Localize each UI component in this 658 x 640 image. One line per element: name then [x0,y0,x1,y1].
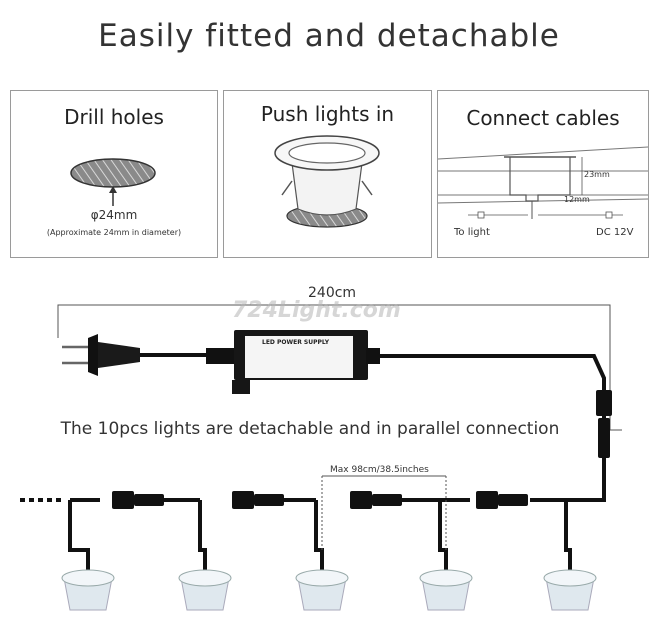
cable-length-label: 240cm [308,285,357,301]
power-supply-label: LED POWER SUPPLY [262,339,330,346]
drill-hole-illustration [70,158,156,206]
panel-title-push-lights: Push lights in [260,102,395,126]
to-light-label: To light [454,227,490,238]
wiring-diagram [20,304,622,611]
panel-title-connect-cables: Connect cables [466,106,620,130]
watermark: 724Light.com [232,298,401,323]
dim-width-label: 12mm [564,195,590,204]
page-title: Easily fitted and detachable [98,18,560,54]
cable-section-illustration [438,146,648,219]
panel-title-drill-holes: Drill holes [64,105,164,129]
cable-length-bracket [57,304,611,430]
light-fixtures [61,569,597,611]
parallel-connection-caption: The 10pcs lights are detachable and in p… [60,419,560,439]
drill-size-label: φ24mm [90,208,138,222]
dim-height-label: 23mm [584,170,610,179]
panel-push-lights: Push lights in [223,90,432,258]
push-light-illustration [274,135,380,228]
power-plug [62,334,140,376]
dc-voltage-label: DC 12V [596,227,634,238]
panel-drill-holes: Drill holes φ24mm (Approximate 24mm in d… [10,90,218,258]
drill-hole-ellipse [70,158,156,188]
bus-cable [530,460,606,502]
drill-size-note: (Approximate 24mm in diameter) [46,228,182,237]
panel-connect-cables: Connect cables 23mm 12mm To light DC 12V [437,90,649,258]
spacing-label: Max 98cm/38.5inches [330,465,429,475]
